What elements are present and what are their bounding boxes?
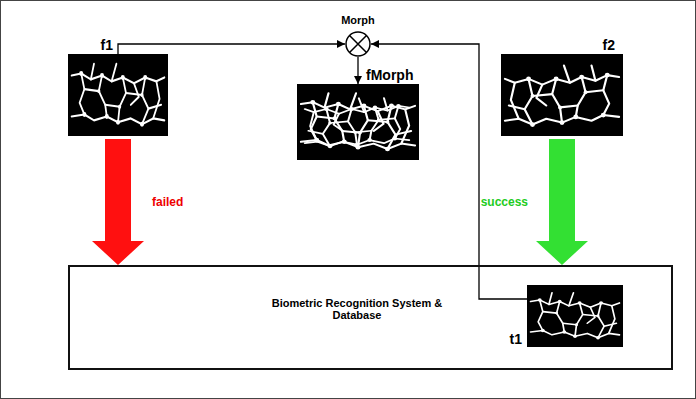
- image-label: t1: [510, 331, 522, 347]
- vein-image: [527, 285, 623, 347]
- vein-image-frame: f2: [501, 54, 623, 136]
- connector: [358, 57, 359, 84]
- vein-image-frame: f1: [68, 54, 168, 136]
- vein-image: [297, 84, 419, 160]
- block-arrow: [92, 139, 144, 265]
- morph-operator: Morph: [345, 31, 371, 57]
- edge-label: success: [481, 195, 528, 209]
- block-arrow-shape: [536, 139, 588, 265]
- vein-image: [68, 54, 168, 136]
- connector-line: [357, 57, 358, 84]
- morph-symbol: [345, 31, 371, 57]
- block-arrow-shape: [92, 139, 144, 265]
- system-box: Biometric Recognition System & Database t…: [68, 265, 673, 370]
- edge-label: failed: [152, 195, 183, 209]
- vein-image-frame: t1: [527, 285, 623, 347]
- image-label: f1: [101, 37, 113, 53]
- connector: [118, 44, 345, 54]
- image-label: f2: [603, 37, 615, 53]
- operator-label: Morph: [341, 14, 375, 26]
- connector-line: [118, 44, 345, 54]
- vein-image-frame: fMorph: [297, 84, 419, 160]
- block-arrow: [536, 139, 588, 265]
- image-label: fMorph: [366, 67, 413, 83]
- vein-image: [501, 54, 623, 136]
- system-label: Biometric Recognition System & Database: [257, 297, 457, 321]
